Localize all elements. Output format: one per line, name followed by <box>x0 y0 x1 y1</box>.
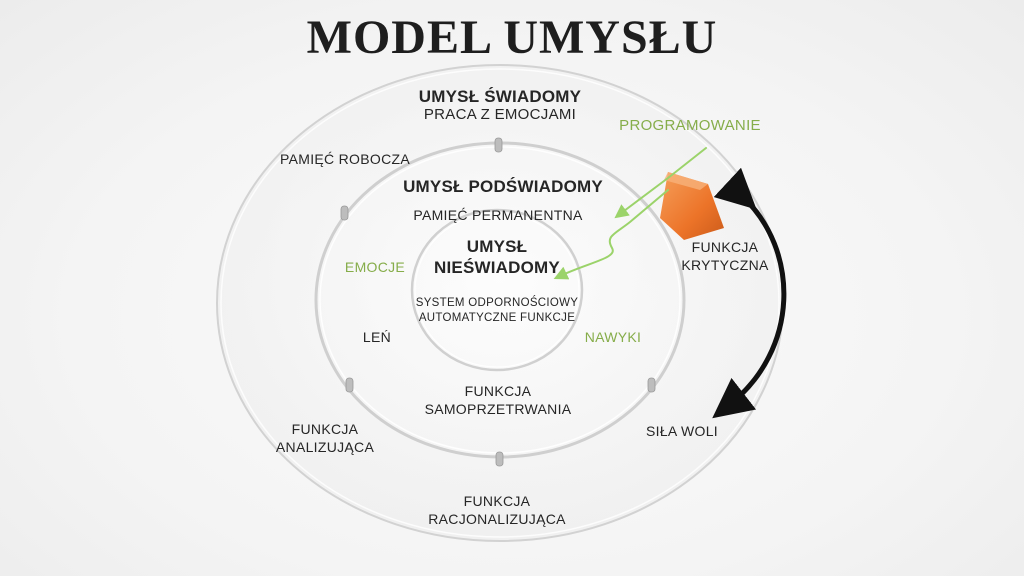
programming-label: PROGRAMOWANIE <box>619 117 761 134</box>
conscious-mind-heading: UMYSŁ ŚWIADOMY <box>418 87 582 106</box>
habits-label: NAWYKI <box>584 329 642 345</box>
permanent-memory-label: PAMIĘĆ PERMANENTNA <box>413 207 583 223</box>
self-preservation-label: FUNKCJA SAMOPRZETRWANIA <box>424 383 572 417</box>
diagram-title: MODEL UMYSŁU <box>306 11 718 64</box>
analyzing-function-label: FUNKCJA ANALIZUJĄCA <box>275 421 375 455</box>
critical-function-block <box>660 172 724 240</box>
rationalizing-function-label: FUNKCJA RACJONALIZUJĄCA <box>428 493 566 527</box>
unconscious-mind-heading: UMYSŁ NIEŚWIADOMY <box>434 237 560 277</box>
laziness-label: LEŃ <box>362 329 392 345</box>
critical-function-label: FUNKCJA KRYTYCZNA <box>681 239 769 273</box>
ring-pins <box>340 137 656 467</box>
inner-ring <box>410 208 584 372</box>
willpower-arrow <box>712 167 787 419</box>
emotions-label: EMOCJE <box>344 259 406 275</box>
willpower-label: SIŁA WOLI <box>646 423 718 439</box>
conscious-mind-subtitle: PRACA Z EMOCJAMI <box>423 106 577 123</box>
working-memory-label: PAMIĘĆ ROBOCZA <box>280 151 410 167</box>
immune-automatic-label: SYSTEM ODPORNOŚCIOWY AUTOMATYCZNE FUNKCJ… <box>415 297 579 324</box>
programming-arrow <box>553 147 707 280</box>
subconscious-mind-heading: UMYSŁ PODŚWIADOMY <box>403 177 603 196</box>
